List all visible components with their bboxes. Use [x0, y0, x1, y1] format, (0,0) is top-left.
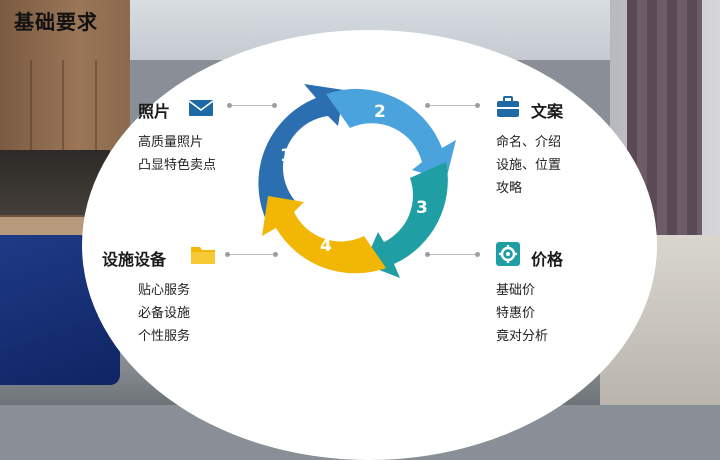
section-line: 凸显特色卖点: [138, 159, 216, 172]
connector-dot: [227, 103, 232, 108]
section-line: 竟对分析: [496, 330, 548, 343]
envelope-icon: [188, 98, 214, 118]
cycle-label-1: 1: [280, 146, 292, 166]
connector-dot: [475, 103, 480, 108]
folder-icon: [190, 244, 216, 265]
section-line: 必备设施: [138, 307, 190, 320]
section-line: 高质量照片: [138, 136, 203, 149]
briefcase-icon: [496, 96, 520, 118]
connector-price: [428, 254, 478, 255]
connector-dot: [425, 252, 430, 257]
cycle-label-3: 3: [416, 198, 428, 218]
section-line: 攻略: [496, 182, 522, 195]
cycle-label-2: 2: [374, 102, 386, 122]
cycle-label-4: 4: [320, 236, 332, 256]
gear-icon: [496, 242, 520, 266]
connector-copy: [428, 105, 478, 106]
section-line: 个性服务: [138, 330, 190, 343]
connector-dot: [475, 252, 480, 257]
connector-photos: [230, 105, 275, 106]
section-title-price: 价格: [531, 246, 563, 270]
connector-facilities: [228, 254, 276, 255]
section-line: 贴心服务: [138, 284, 190, 297]
connector-dot: [272, 103, 277, 108]
cycle-segment-4: [262, 196, 386, 273]
connector-dot: [425, 103, 430, 108]
section-line: 命名、介绍: [496, 136, 561, 149]
section-line: 设施、位置: [496, 159, 561, 172]
page-title: 基础要求: [14, 6, 98, 35]
section-line: 特惠价: [496, 307, 535, 320]
section-title-facilities: 设施设备: [102, 246, 166, 270]
section-title-copy: 文案: [531, 98, 563, 122]
connector-dot: [225, 252, 230, 257]
section-line: 基础价: [496, 284, 535, 297]
connector-dot: [273, 252, 278, 257]
section-title-photos: 照片: [138, 98, 170, 122]
